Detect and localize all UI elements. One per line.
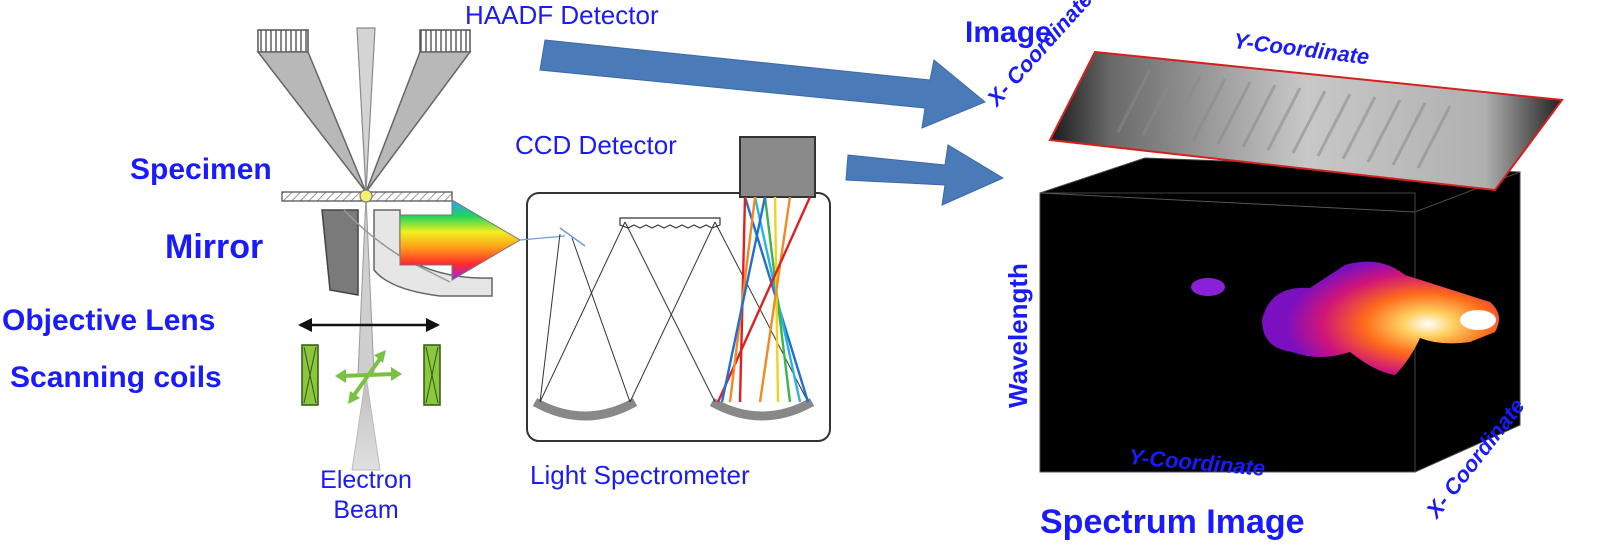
ccd-detector [739, 136, 816, 198]
ccd-detector-label: CCD Detector [515, 130, 677, 160]
scanning-coils-label: Scanning coils [10, 361, 222, 394]
image-label: Image [965, 16, 1052, 49]
haadf-detector-right [419, 29, 471, 53]
electron-beam [351, 27, 381, 471]
entrance-slit [519, 227, 586, 247]
scan-direction-arrows [335, 350, 402, 404]
electron-label: Electron [320, 466, 412, 494]
objective-lens-arrow [298, 318, 440, 332]
arrow-to-spectrum [845, 144, 1005, 206]
electron-beam-label: Electron Beam [296, 465, 436, 525]
haadf-cones [256, 51, 472, 193]
rainbow-light-arrow [399, 199, 521, 281]
scanning-coil-right [423, 344, 441, 406]
spectrometer-mirrors [532, 398, 815, 421]
scanning-coil-left [301, 344, 319, 406]
emission-blob-small [1191, 278, 1225, 296]
haadf-detector-label: HAADF Detector [465, 0, 659, 30]
wavelength-label: Wavelength [1003, 263, 1033, 408]
haadf-image-plane [1048, 50, 1564, 192]
spectral-rays [716, 196, 812, 403]
objective-lens-label: Objective Lens [2, 304, 216, 337]
haadf-detector-left [257, 29, 309, 53]
beam-label: Beam [333, 496, 399, 524]
spectrometer-box [526, 192, 831, 442]
mirror-label: Mirror [165, 228, 264, 266]
light-spectrometer-label: Light Spectrometer [530, 460, 750, 490]
specimen-label: Specimen [130, 153, 272, 186]
arrow-to-image [539, 39, 986, 129]
optical-paths [539, 221, 809, 403]
diffraction-grating [619, 217, 721, 229]
spectrum-image-label: Spectrum Image [1040, 503, 1305, 541]
specimen-holder [281, 189, 453, 203]
emission-blob-large [1262, 261, 1499, 375]
